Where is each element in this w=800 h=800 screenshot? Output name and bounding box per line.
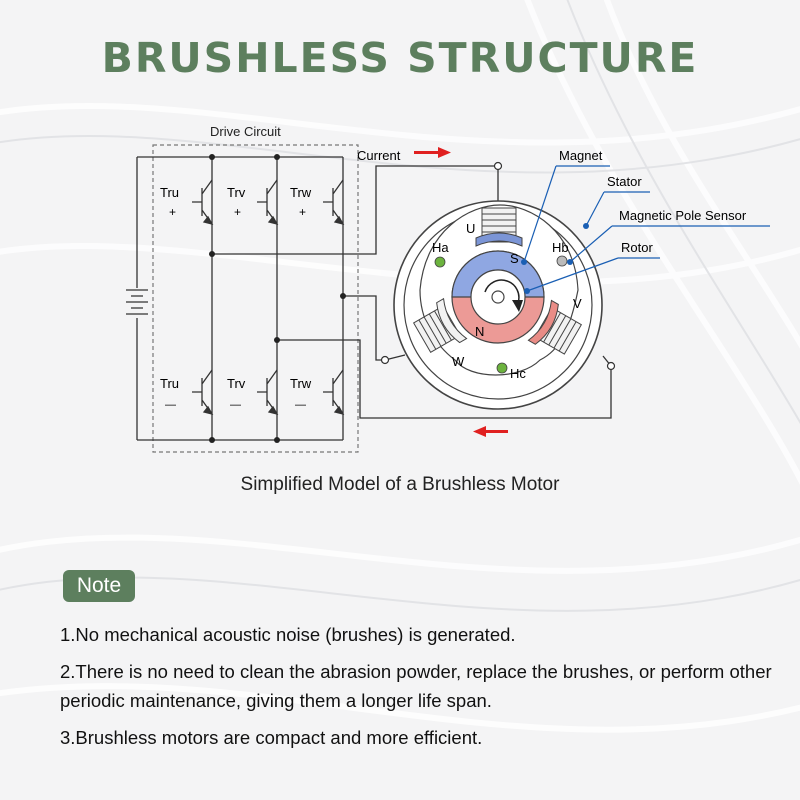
- emitter-arrow-icon: [202, 215, 214, 226]
- sensor-label-ha: Ha: [432, 240, 449, 255]
- notes-list: 1.No mechanical acoustic noise (brushes)…: [60, 620, 780, 760]
- transistor-label-trv-bottom: Trv: [227, 376, 246, 391]
- transistor-label-trv-top: Trv: [227, 185, 246, 200]
- label-magnet: Magnet: [559, 148, 603, 163]
- coil-v: [527, 299, 583, 355]
- transistor-tru-high: [192, 179, 213, 225]
- rotation-arrow-icon: [512, 300, 523, 312]
- transistor-tru-low: [192, 369, 213, 415]
- transistor-label-tru-top: Tru: [160, 185, 179, 200]
- transistor-trw-low: [323, 369, 344, 415]
- transistor-trv-low: [257, 369, 278, 415]
- emitter-arrow-icon: [202, 405, 214, 416]
- drive-circuit-label: Drive Circuit: [210, 124, 281, 139]
- emitter-arrow-icon: [333, 215, 345, 226]
- emitter-arrow-icon: [333, 405, 345, 416]
- coil-label-u: U: [466, 221, 475, 236]
- minus-sign-u: —: [165, 399, 176, 411]
- current-label: Current: [357, 148, 401, 163]
- note-item: 3.Brushless motors are compact and more …: [60, 727, 483, 748]
- emitter-arrow-icon: [267, 405, 279, 416]
- sensor-label-hc: Hc: [510, 366, 526, 381]
- sensor-ha: [434, 256, 446, 268]
- plus-sign-w: +: [299, 205, 306, 219]
- note-item: 1.No mechanical acoustic noise (brushes)…: [60, 624, 516, 645]
- page-title: BRUSHLESS STRUCTURE: [101, 34, 699, 82]
- label-stator: Stator: [607, 174, 642, 189]
- transistor-label-trw-top: Trw: [290, 185, 312, 200]
- minus-sign-w: —: [295, 399, 306, 411]
- coil-label-v: V: [573, 296, 582, 311]
- plus-sign-u: +: [169, 205, 176, 219]
- emitter-arrow-icon: [267, 215, 279, 226]
- sensor-hc: [496, 362, 508, 374]
- plus-sign-v: +: [234, 205, 241, 219]
- label-magnetic-pole-sensor: Magnetic Pole Sensor: [619, 208, 747, 223]
- transistor-label-tru-bottom: Tru: [160, 376, 179, 391]
- sensor-label-hb: Hb: [552, 240, 569, 255]
- pole-label-n: N: [475, 324, 484, 339]
- coil-label-w: W: [452, 354, 465, 369]
- sensor-hb: [556, 255, 568, 267]
- drive-circuit-box: [152, 144, 359, 453]
- battery-icon: [126, 156, 343, 441]
- note-item: 2.There is no need to clean the abrasion…: [60, 661, 772, 711]
- current-arrow-left-icon: [473, 426, 508, 437]
- minus-sign-v: —: [230, 399, 241, 411]
- label-rotor: Rotor: [621, 240, 653, 255]
- transistor-trv-high: [257, 179, 278, 225]
- motor: [393, 200, 603, 410]
- current-arrow-right-icon: [414, 147, 451, 158]
- coil-w: [412, 297, 468, 354]
- coil-u: [475, 207, 523, 247]
- note-badge: Note: [63, 570, 135, 602]
- pole-label-s: S: [510, 251, 519, 266]
- brushless-motor-diagram: Drive Circuit Tru Trv Trw + + + Tru Trv …: [126, 124, 770, 453]
- transistor-label-trw-bottom: Trw: [290, 376, 312, 391]
- transistor-trw-high: [323, 179, 344, 225]
- diagram-caption: Simplified Model of a Brushless Motor: [240, 474, 560, 495]
